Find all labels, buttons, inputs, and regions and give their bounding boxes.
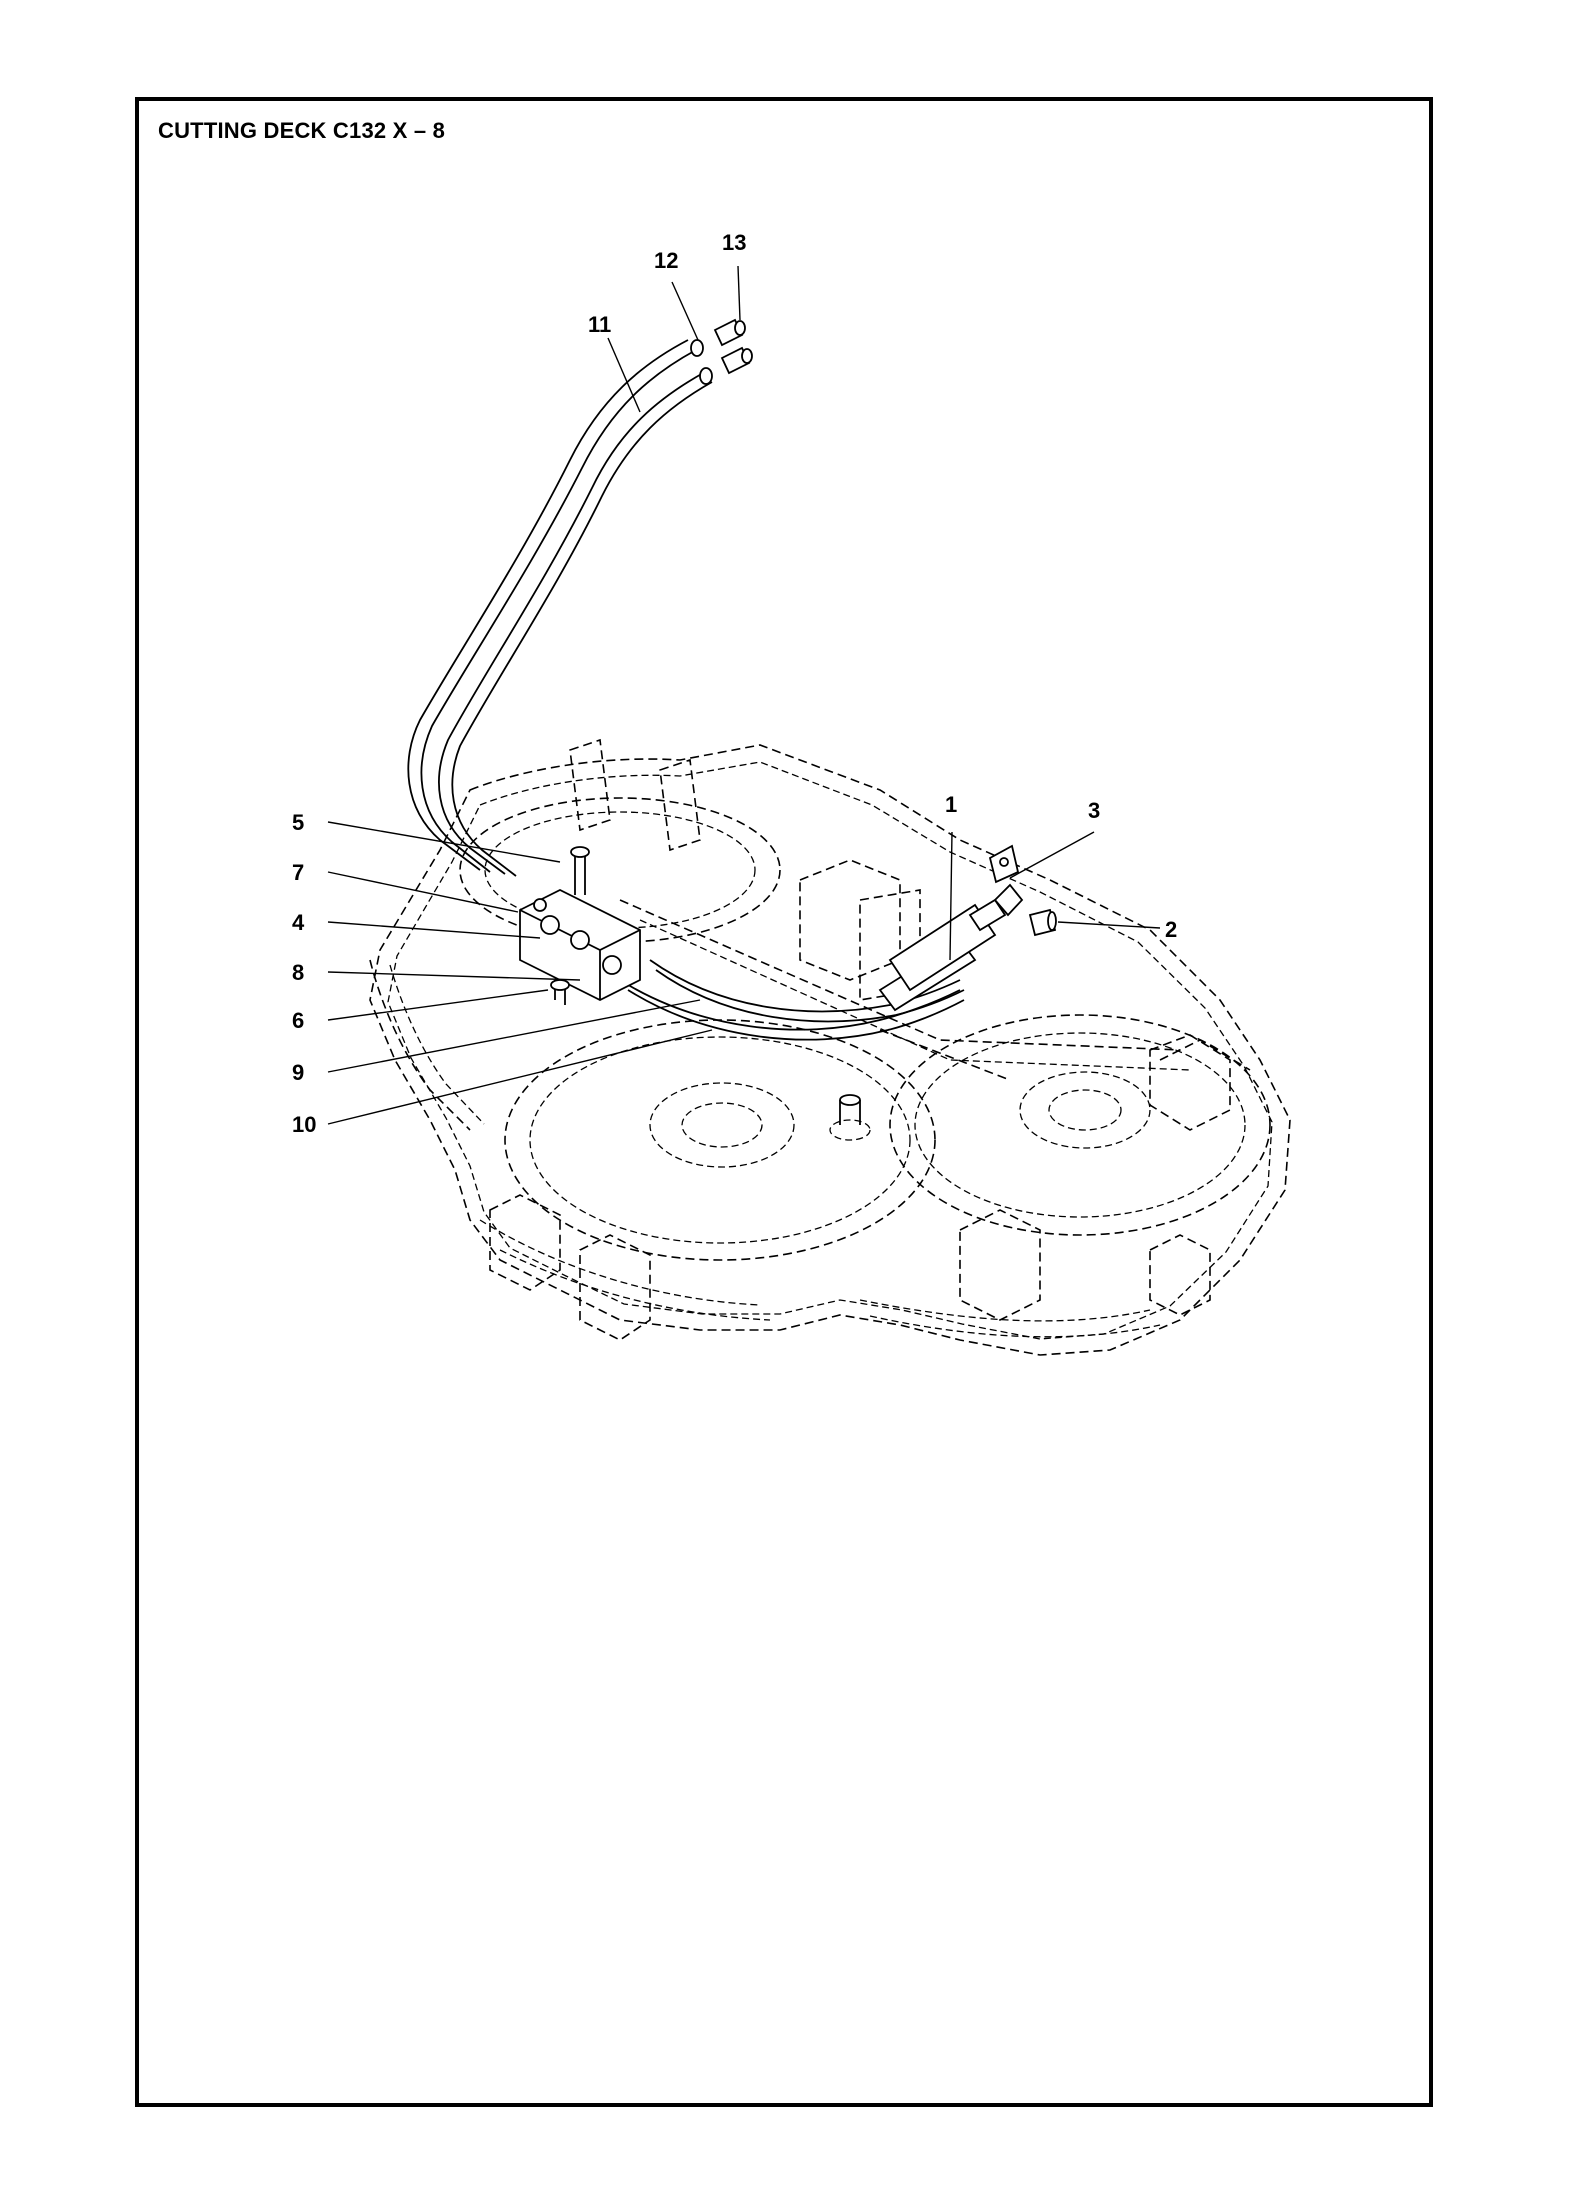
callout-8: 8 — [292, 960, 304, 985]
hose-fittings — [690, 318, 753, 385]
callout-7: 7 — [292, 860, 304, 885]
callout-6: 6 — [292, 1008, 304, 1033]
page-title: CUTTING DECK C132 X – 8 — [158, 118, 446, 143]
cutting-deck-outline — [369, 738, 1291, 1356]
callout-11: 11 — [588, 312, 611, 337]
callout-3: 3 — [1088, 798, 1100, 823]
callout-5: 5 — [292, 810, 304, 835]
callout-numbers: 1 2 3 4 5 6 7 8 9 10 11 12 13 — [292, 230, 1177, 1137]
callout-10: 10 — [292, 1112, 316, 1137]
callout-13: 13 — [722, 230, 746, 255]
callout-1: 1 — [945, 792, 957, 817]
leader-lines — [327, 265, 1161, 1125]
callout-9: 9 — [292, 1060, 304, 1085]
hydraulic-hoses — [407, 339, 965, 1041]
valve-block — [519, 846, 641, 1005]
hydraulic-cylinder — [878, 844, 1057, 1012]
callout-4: 4 — [292, 910, 305, 935]
callout-12: 12 — [654, 248, 678, 273]
callout-2: 2 — [1165, 917, 1177, 942]
drawing-frame — [135, 97, 1433, 2107]
